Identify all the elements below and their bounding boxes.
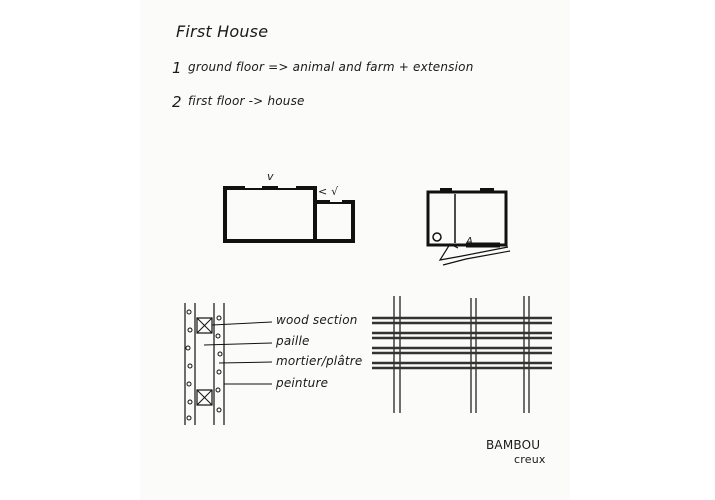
wall-layer-label-2: paille (276, 334, 310, 348)
wall-layer-label-1: wood section (276, 313, 358, 327)
floor-item-2-text: first floor -> house (188, 94, 305, 108)
bamboo-subtitle: creux (514, 453, 546, 466)
plan-mark-entry: A (466, 236, 474, 247)
plan-ground-floor (223, 186, 355, 243)
wall-section (184, 303, 273, 425)
plan-first-floor (426, 188, 511, 266)
wall-layer-label-3: mortier/plâtre (276, 354, 363, 368)
plan-mark-v-top: v (267, 170, 274, 183)
sketch-title: First House (176, 22, 269, 41)
plan-mark-v-side: < √ (318, 185, 339, 198)
bamboo-title: BAMBOU (486, 438, 541, 452)
bamboo-grid (372, 296, 552, 413)
floor-item-1-number: 1 (172, 59, 182, 77)
floor-item-2-number: 2 (172, 93, 182, 111)
floor-item-1-text: ground floor => animal and farm + extens… (188, 60, 474, 74)
paper-sheet (140, 0, 570, 500)
wall-layer-label-4: peinture (276, 376, 329, 390)
